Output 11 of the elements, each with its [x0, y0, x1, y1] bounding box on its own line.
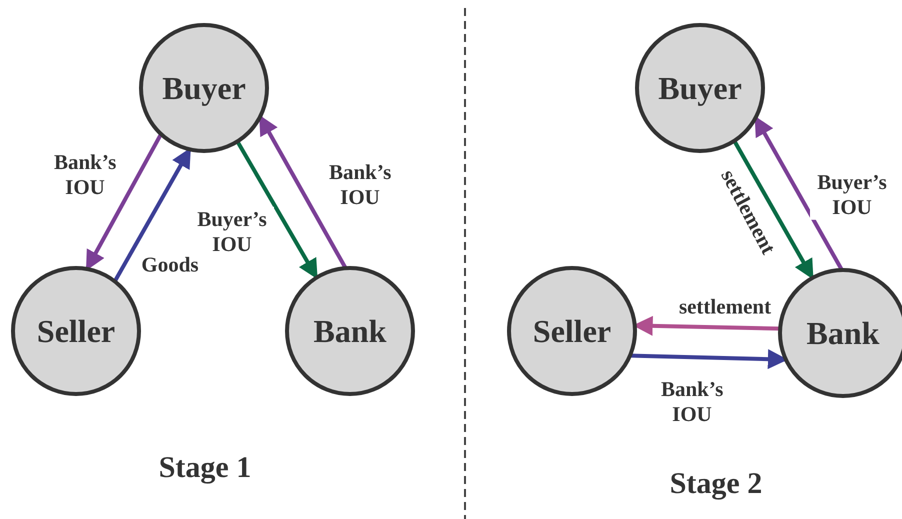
node-label: Buyer [658, 70, 742, 106]
node-label: Bank [314, 312, 386, 350]
stage-caption: Stage 2 [670, 467, 762, 501]
node-label: Bank [806, 314, 880, 352]
node-label: Seller [36, 312, 116, 350]
node-label: Buyer [162, 70, 246, 106]
arrow [236, 140, 318, 280]
stage-caption: Stage 1 [158, 451, 252, 485]
arrow [732, 140, 814, 280]
arrow [754, 116, 844, 271]
node-label: Seller [532, 312, 612, 350]
